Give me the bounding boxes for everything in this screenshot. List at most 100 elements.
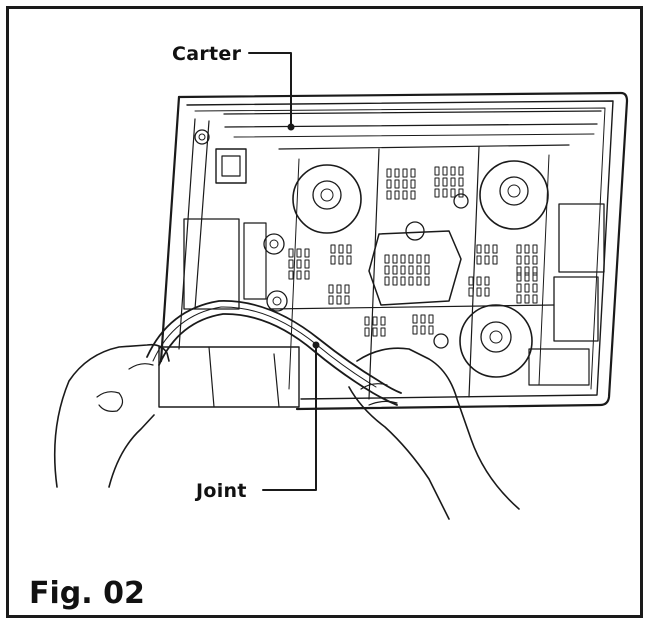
vent-slot <box>442 166 448 176</box>
vent-slot <box>416 254 422 264</box>
vent-slot <box>424 254 430 264</box>
vent-slot <box>384 265 390 275</box>
vent-slot <box>394 168 400 178</box>
vent-slot <box>392 254 398 264</box>
vent-slot <box>524 272 530 282</box>
vent-slot <box>532 272 538 282</box>
vent-slot <box>380 316 386 326</box>
vent-slots <box>288 166 538 337</box>
vent-slot <box>328 284 334 294</box>
vent-slot <box>328 295 334 305</box>
vent-slot <box>516 266 522 276</box>
vent-slot <box>524 283 530 293</box>
vent-slot <box>532 283 538 293</box>
vent-slot <box>516 294 522 304</box>
vent-slot <box>346 244 352 254</box>
vent-slot <box>484 244 490 254</box>
left-hand <box>53 343 170 488</box>
vent-slot <box>410 168 416 178</box>
center-vent-plate <box>368 221 462 306</box>
vent-slot <box>296 270 302 280</box>
vent-slot <box>484 276 490 286</box>
vent-slot <box>336 284 342 294</box>
vent-slot <box>458 166 464 176</box>
vent-slot <box>338 244 344 254</box>
vent-slot <box>524 244 530 254</box>
vent-slot <box>296 248 302 258</box>
vent-slot <box>450 188 456 198</box>
vent-slot <box>532 244 538 254</box>
vent-slot <box>304 270 310 280</box>
callout-joint-label: Joint <box>196 480 247 502</box>
vent-slot <box>442 188 448 198</box>
vent-slot <box>516 283 522 293</box>
vent-slot <box>458 188 464 198</box>
vent-slot <box>450 166 456 176</box>
vent-slot <box>402 168 408 178</box>
vent-slot <box>532 266 538 276</box>
vent-slot <box>400 254 406 264</box>
vent-slot <box>372 327 378 337</box>
vent-slot <box>434 188 440 198</box>
vent-slot <box>468 287 474 297</box>
vent-slot <box>386 190 392 200</box>
vent-slot <box>400 276 406 286</box>
right-hand <box>348 347 520 520</box>
vent-slot <box>410 190 416 200</box>
joint-leader-line <box>262 341 320 491</box>
vent-slot <box>476 244 482 254</box>
vent-slot <box>400 265 406 275</box>
vent-slot <box>458 177 464 187</box>
vent-slot <box>416 276 422 286</box>
vent-slot <box>424 265 430 275</box>
burner-disc-bottom-right <box>459 304 533 378</box>
vent-slot <box>394 179 400 189</box>
vent-slot <box>288 248 294 258</box>
vent-slot <box>380 327 386 337</box>
vent-slot <box>420 325 426 335</box>
vent-slot <box>434 166 440 176</box>
mounting-bosses <box>263 193 469 349</box>
vent-slot <box>442 177 448 187</box>
vent-slot <box>336 295 342 305</box>
vent-slot <box>408 254 414 264</box>
vent-slot <box>492 255 498 265</box>
vent-slot <box>304 259 310 269</box>
vent-slot <box>434 177 440 187</box>
burner-disc-top-right <box>479 160 549 230</box>
vent-slot <box>524 255 530 265</box>
vent-slot <box>296 259 302 269</box>
vent-slot <box>492 244 498 254</box>
vent-slot <box>516 244 522 254</box>
vent-slot <box>372 316 378 326</box>
vent-slot <box>484 255 490 265</box>
vent-slot <box>392 276 398 286</box>
vent-slot <box>476 287 482 297</box>
vent-slot <box>330 244 336 254</box>
vent-slot <box>304 248 310 258</box>
vent-slot <box>524 266 530 276</box>
callout-carter-label: Carter <box>172 43 242 65</box>
vent-slot <box>408 265 414 275</box>
vent-slot <box>532 255 538 265</box>
vent-slot <box>408 276 414 286</box>
vent-slot <box>484 287 490 297</box>
vent-slot <box>468 276 474 286</box>
vent-slot <box>532 294 538 304</box>
lower-housing <box>158 346 300 408</box>
vent-slot <box>364 316 370 326</box>
vent-slot <box>516 272 522 282</box>
vent-slot <box>476 255 482 265</box>
vent-slot <box>402 179 408 189</box>
vent-slot <box>424 276 430 286</box>
carter-panel <box>159 91 629 411</box>
figure-caption: Fig. 02 <box>29 576 145 611</box>
vent-slot <box>402 190 408 200</box>
vent-slot <box>288 270 294 280</box>
burner-disc-top-left <box>292 164 362 234</box>
vent-slot <box>450 177 456 187</box>
joint-strip <box>146 300 402 406</box>
vent-slot <box>416 265 422 275</box>
vent-slot <box>338 255 344 265</box>
vent-slot <box>394 190 400 200</box>
